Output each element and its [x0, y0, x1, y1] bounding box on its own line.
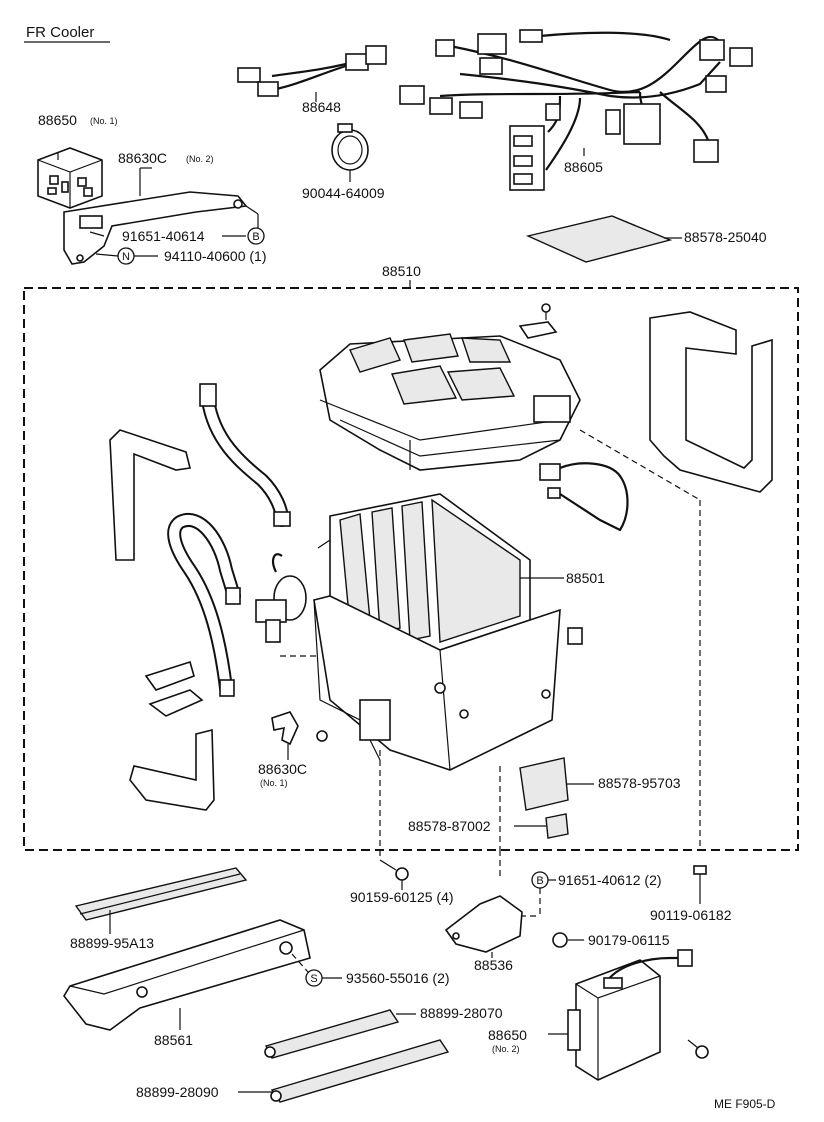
- clip-icon: [148, 689, 204, 717]
- label-88899-95a13: 88899-95A13: [70, 935, 154, 951]
- label-88899-28070: 88899-28070: [420, 1005, 503, 1021]
- label-88578-25040: 88578-25040: [684, 229, 767, 245]
- label-88630c-no2: 88630C: [118, 150, 167, 166]
- label-90119-06182: 90119-06182: [650, 907, 732, 923]
- label-88650-no1-note: (No. 1): [90, 116, 118, 126]
- nut-icon: [552, 932, 568, 948]
- hose-icon: [167, 513, 241, 697]
- label-88650-no2-note: (No. 2): [492, 1044, 520, 1054]
- clamp-icon: [331, 123, 369, 171]
- label-90159-60125: 90159-60125 (4): [350, 889, 454, 905]
- relay-icon: [37, 147, 103, 209]
- label-88899-28090: 88899-28090: [136, 1084, 219, 1100]
- badge-b-text: B: [536, 875, 543, 887]
- insulator-icon: [63, 919, 311, 1031]
- label-91651-40614: 91651-40614: [122, 228, 205, 244]
- badge-b-icon: [247, 227, 265, 245]
- screw-icon: [693, 865, 707, 892]
- seal-strip-icon: [129, 728, 215, 811]
- label-88536: 88536: [474, 957, 513, 973]
- label-90044-64009: 90044-64009: [302, 185, 385, 201]
- label-88578-95703: 88578-95703: [598, 775, 681, 791]
- figure-code: ME F905-D: [714, 1097, 776, 1111]
- clip-icon: [144, 660, 195, 691]
- label-91651-40612: 91651-40612 (2): [558, 872, 662, 888]
- seal-strip-icon: [649, 311, 773, 493]
- bracket-icon: [271, 711, 328, 746]
- bracket-icon: [63, 191, 248, 265]
- seal-strip-icon: [109, 429, 191, 561]
- expansion-valve-icon: [255, 553, 307, 643]
- seal-strip-icon: [270, 1039, 450, 1103]
- screw-icon: [379, 859, 409, 881]
- amplifier-icon: [567, 949, 693, 1081]
- screw-icon: [687, 1039, 709, 1059]
- insulator-icon: [545, 813, 569, 839]
- label-88605: 88605: [564, 159, 603, 175]
- label-88561: 88561: [154, 1032, 193, 1048]
- cooler-case-icon: [313, 595, 583, 771]
- hose-icon: [199, 383, 291, 527]
- label-88650-no1: 88650: [38, 112, 77, 128]
- label-90179-06115: 90179-06115: [588, 932, 670, 948]
- bracket-icon: [444, 895, 523, 953]
- label-93560-55016: 93560-55016 (2): [346, 970, 450, 986]
- wire-harness-icon: [399, 29, 753, 191]
- label-94110-40600: 94110-40600 (1): [164, 248, 266, 264]
- cooler-case-icon: [319, 333, 581, 471]
- label-88648: 88648: [302, 99, 341, 115]
- label-88510: 88510: [382, 263, 421, 279]
- badge-s-text: S: [310, 973, 317, 985]
- wire-harness-icon: [237, 45, 387, 102]
- seal-strip-icon: [264, 1009, 400, 1059]
- badge-n-text: N: [122, 251, 130, 263]
- label-88630c-no1-note: (No. 1): [260, 778, 288, 788]
- label-88578-87002: 88578-87002: [408, 818, 491, 834]
- screw-icon: [541, 303, 551, 313]
- insulator-icon: [525, 215, 673, 263]
- insulator-icon: [519, 757, 569, 811]
- diagram-title: FR Cooler: [26, 24, 94, 41]
- sensor-wire-icon: [559, 462, 629, 532]
- label-88630c-no1: 88630C: [258, 761, 307, 777]
- badge-b-text: B: [252, 231, 259, 243]
- clip-icon: [518, 321, 558, 339]
- label-88630c-no2-note: (No. 2): [186, 154, 214, 164]
- assembly-frame: [23, 287, 799, 851]
- label-88501: 88501: [566, 570, 605, 586]
- label-88650-no2: 88650: [488, 1027, 527, 1043]
- evaporator-icon: [317, 493, 531, 651]
